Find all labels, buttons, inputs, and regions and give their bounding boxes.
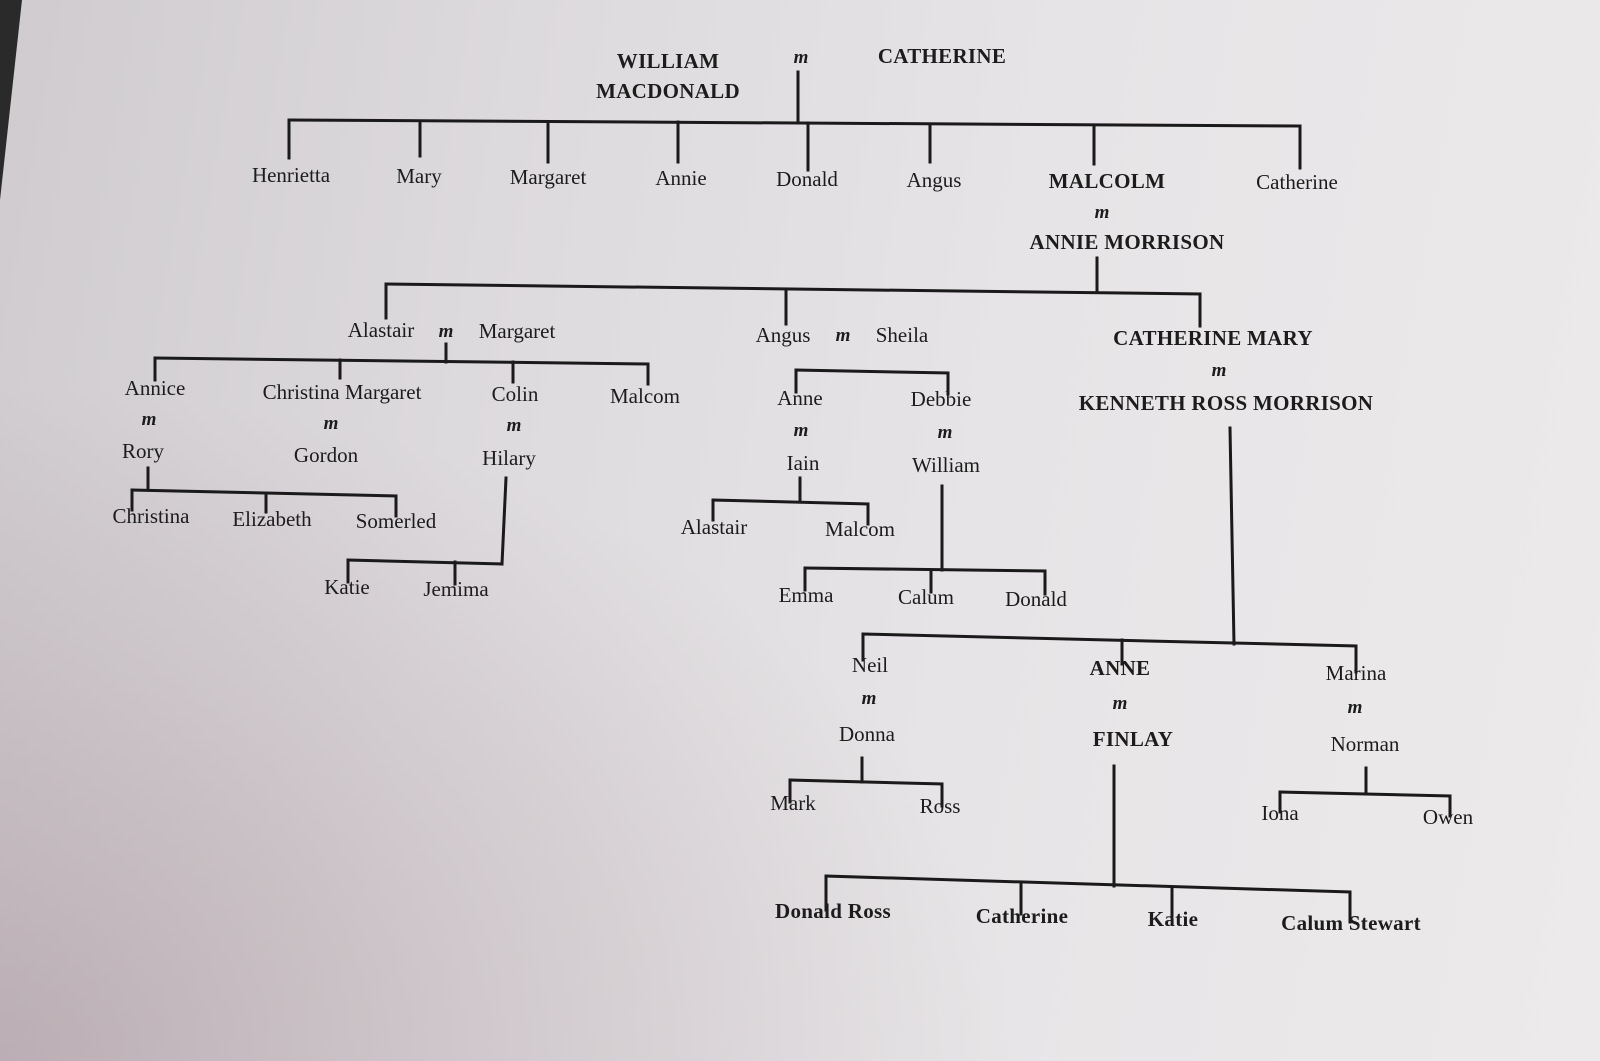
line xyxy=(794,368,950,375)
person-william: William xyxy=(912,453,980,477)
line xyxy=(384,282,1202,296)
line xyxy=(346,558,504,566)
person-katie: Katie xyxy=(324,575,370,599)
person-emma: Emma xyxy=(778,583,834,607)
person-malcom: Malcom xyxy=(610,384,680,408)
person-catherine-granddaughter: Catherine xyxy=(975,904,1069,928)
person-mary: Mary xyxy=(396,164,442,188)
marriage-symbol: m xyxy=(506,415,522,436)
marriage-symbol: m xyxy=(438,321,454,342)
person-somerled: Somerled xyxy=(355,509,437,533)
person-iona: Iona xyxy=(1261,801,1299,825)
person-mark: Mark xyxy=(770,791,816,815)
person-iain: Iain xyxy=(786,451,820,475)
line xyxy=(788,778,944,786)
line xyxy=(153,356,650,366)
person-alastair: Alastair xyxy=(347,318,415,342)
marriage-symbol: m xyxy=(937,422,953,443)
person-kenneth-ross-morrison: KENNETH ROSS MORRISON xyxy=(1078,391,1374,415)
line xyxy=(711,498,870,506)
person-rory: Rory xyxy=(122,439,164,463)
person-catherine: CATHERINE xyxy=(877,44,1007,68)
person-elizabeth: Elizabeth xyxy=(232,507,312,531)
person-neil: Neil xyxy=(851,653,889,677)
marriage-symbol: m xyxy=(323,413,339,434)
person-donna: Donna xyxy=(839,722,895,746)
marriage-symbol: m xyxy=(861,688,877,709)
marriage-symbol: m xyxy=(1347,697,1363,718)
person-annie-morrison: ANNIE MORRISON xyxy=(1029,230,1225,254)
person-annie: Annie xyxy=(655,166,707,190)
person-sheila: Sheila xyxy=(875,323,929,347)
person-jemima: Jemima xyxy=(423,577,489,601)
person-annice: Annice xyxy=(124,376,186,400)
line xyxy=(1228,426,1236,646)
line xyxy=(861,632,1358,648)
line xyxy=(824,874,1352,894)
person-gordon: Gordon xyxy=(293,443,359,467)
line xyxy=(803,566,1047,573)
person-owen: Owen xyxy=(1422,805,1474,829)
person-colin: Colin xyxy=(491,382,539,406)
line xyxy=(500,476,508,566)
marriage-symbol: m xyxy=(1112,693,1128,714)
marriage-symbol: m xyxy=(141,409,157,430)
person-margaret-spouse: Margaret xyxy=(478,319,556,343)
person-anne-caps: ANNE xyxy=(1089,656,1151,680)
person-debbie: Debbie xyxy=(910,387,972,411)
marriage-symbol: m xyxy=(793,420,809,441)
person-donald: Donald xyxy=(776,167,838,191)
person-angus-son: Angus xyxy=(755,323,811,347)
person-william-macdonald: WILLIAM MACDONALD xyxy=(596,49,740,103)
person-malcom-grandson: Malcom xyxy=(825,517,895,541)
marriage-symbol: m xyxy=(835,325,851,346)
person-donald-grandson: Donald xyxy=(1005,587,1067,611)
person-calum: Calum xyxy=(898,585,954,609)
marriage-symbol: m xyxy=(1094,202,1110,223)
person-catherine-daughter: Catherine xyxy=(1256,170,1338,194)
person-angus: Angus xyxy=(906,168,962,192)
person-malcolm: MALCOLM xyxy=(1048,169,1166,193)
person-catherine-mary: CATHERINE MARY xyxy=(1113,326,1313,350)
person-katie-granddaughter: Katie xyxy=(1147,907,1199,931)
person-christina-margaret: Christina Margaret xyxy=(262,380,422,404)
person-finlay: FINLAY xyxy=(1092,727,1174,751)
person-margaret: Margaret xyxy=(509,165,587,189)
marriage-symbol: m xyxy=(793,47,809,68)
person-calum-stewart: Calum Stewart xyxy=(1281,911,1421,935)
person-ross: Ross xyxy=(919,794,961,818)
line xyxy=(1278,790,1452,798)
person-marina: Marina xyxy=(1325,661,1387,685)
line xyxy=(287,118,1302,128)
person-christina: Christina xyxy=(112,504,190,528)
person-anne: Anne xyxy=(777,386,823,410)
person-hilary: Hilary xyxy=(482,446,536,470)
line xyxy=(130,488,398,498)
person-henrietta: Henrietta xyxy=(251,163,331,187)
marriage-symbol: m xyxy=(1211,360,1227,381)
person-donald-ross: Donald Ross xyxy=(775,899,891,923)
person-norman: Norman xyxy=(1330,732,1400,756)
person-alastair-grandson: Alastair xyxy=(680,515,748,539)
